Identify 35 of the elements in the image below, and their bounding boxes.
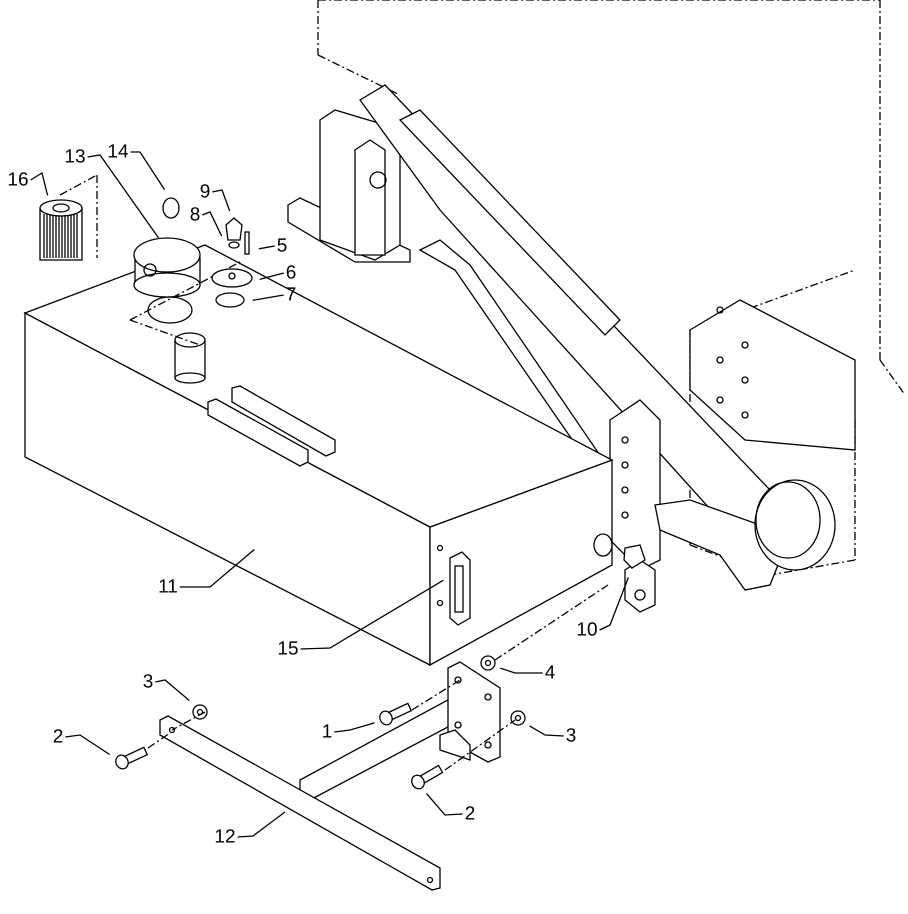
leader-line [300,580,444,650]
callout-number: 10 [574,620,600,640]
leader-line [155,679,190,702]
leader-line [599,577,629,631]
leader-line [258,245,275,250]
callout-number: 4 [542,662,558,684]
leader-line [529,725,564,737]
leader-line [334,722,375,733]
leader-line [180,548,255,588]
leader-line [202,211,222,236]
callout-number: 1 [320,722,334,742]
leader-line [252,294,284,301]
leader-line [426,793,463,816]
callout-number: 11 [156,576,180,598]
leader-line [500,667,543,674]
callout-number: 6 [284,262,298,284]
callout-number: 13 [62,146,88,168]
leader-line [130,151,166,190]
callout-number: 12 [212,826,238,848]
leader-line [260,272,284,280]
callout-number: 3 [564,726,578,746]
callout-number: 14 [105,142,131,162]
leader-line [238,811,286,838]
leader-line [87,154,160,240]
leader-line [65,734,110,756]
callout-number: 3 [140,672,156,692]
leader-line [30,172,48,196]
callout-number: 2 [462,804,478,824]
callout-number: 15 [275,638,301,660]
leader-line [212,189,230,212]
callout-number: 16 [5,170,31,190]
callout-number: 5 [274,236,290,256]
callout-number: 2 [50,726,66,748]
callout-number: 8 [188,204,202,226]
callout-number: 9 [198,182,212,202]
